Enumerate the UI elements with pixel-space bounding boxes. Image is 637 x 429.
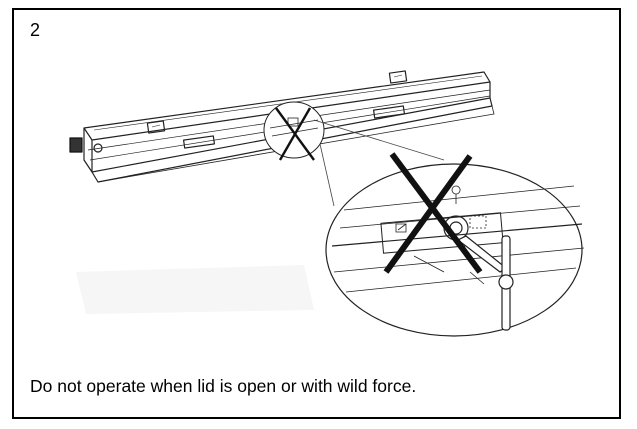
- magnified-detail: [325, 163, 585, 337]
- prohibited-cross: [383, 152, 483, 274]
- step-number: 2: [30, 20, 41, 40]
- lock-symbol: [395, 223, 407, 233]
- instruction-illustration: [69, 70, 585, 337]
- instruction-caption: Do not operate when lid is open or with …: [30, 376, 417, 396]
- handle-lever: [456, 235, 514, 331]
- small-magnifier: [263, 101, 325, 161]
- lid-clip: [182, 135, 216, 149]
- instruction-panel: 2: [12, 8, 621, 419]
- label-plate: [146, 120, 166, 134]
- label-plate: [388, 70, 408, 84]
- lid-clip: [372, 105, 406, 119]
- background-smudge: [76, 265, 314, 314]
